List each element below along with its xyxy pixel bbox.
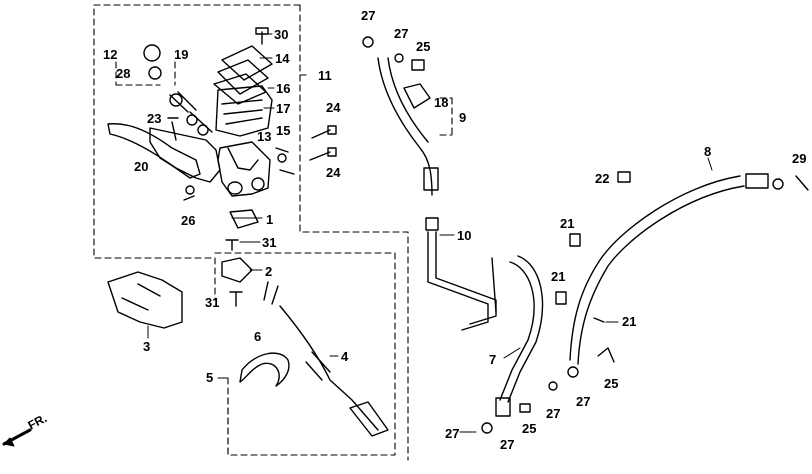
callout-22: 22 <box>595 171 610 186</box>
banjo-bolts <box>183 125 337 201</box>
callout-11: 11 <box>318 68 332 83</box>
callout-28: 28 <box>116 66 131 81</box>
callout-2: 2 <box>265 264 273 279</box>
callout-6: 6 <box>254 329 262 344</box>
callout-30: 30 <box>274 27 289 42</box>
callout-31-upper: 31 <box>262 235 277 250</box>
callout-27-top-left: 27 <box>361 8 376 23</box>
band-clip <box>239 352 290 387</box>
upper-brake-hose <box>362 36 439 196</box>
callout-27-bottom-left: 27 <box>445 426 460 441</box>
cover-part <box>107 271 183 329</box>
callout-19: 19 <box>174 47 189 62</box>
callout-9: 9 <box>459 110 467 125</box>
master-cylinder <box>143 27 295 197</box>
callout-13: 13 <box>257 129 272 144</box>
callout-23: 23 <box>147 111 162 126</box>
callout-17: 17 <box>276 101 291 116</box>
callout-24-lower: 24 <box>326 165 341 180</box>
callout-1: 1 <box>266 212 274 227</box>
callout-8: 8 <box>704 144 712 159</box>
lower-brake-hose <box>481 255 544 434</box>
callout-20: 20 <box>134 159 149 174</box>
assembly-group-outline <box>93 4 453 461</box>
callout-25-bottom: 25 <box>522 421 537 436</box>
callout-27-lower-right: 27 <box>576 394 591 409</box>
callout-18: 18 <box>434 95 449 110</box>
callout-25-right: 25 <box>604 376 619 391</box>
callout-27-bottom: 27 <box>500 437 515 452</box>
callout-24-upper: 24 <box>326 100 341 115</box>
callout-15: 15 <box>276 123 291 138</box>
callout-27-top-right: 27 <box>394 26 409 41</box>
brake-lever <box>107 117 201 195</box>
callout-21-middle: 21 <box>551 269 566 284</box>
callout-7: 7 <box>489 352 497 367</box>
callout-4: 4 <box>341 349 349 364</box>
callout-26: 26 <box>181 213 196 228</box>
callout-10: 10 <box>457 228 472 243</box>
callout-29: 29 <box>792 151 807 166</box>
callout-16: 16 <box>276 81 291 96</box>
callout-3: 3 <box>143 339 151 354</box>
callout-27-lower-middle: 27 <box>546 406 561 421</box>
long-brake-hose <box>548 171 809 391</box>
callout-5: 5 <box>206 370 214 385</box>
switch-harness <box>279 305 379 431</box>
callout-21-right: 21 <box>622 314 637 329</box>
switch-parts <box>221 209 279 307</box>
callout-25-top: 25 <box>416 39 431 54</box>
callout-14: 14 <box>275 51 290 66</box>
callout-31-lower: 31 <box>205 295 220 310</box>
callout-12: 12 <box>103 47 118 62</box>
callout-21-upper: 21 <box>560 216 575 231</box>
brake-pipe <box>425 217 497 331</box>
